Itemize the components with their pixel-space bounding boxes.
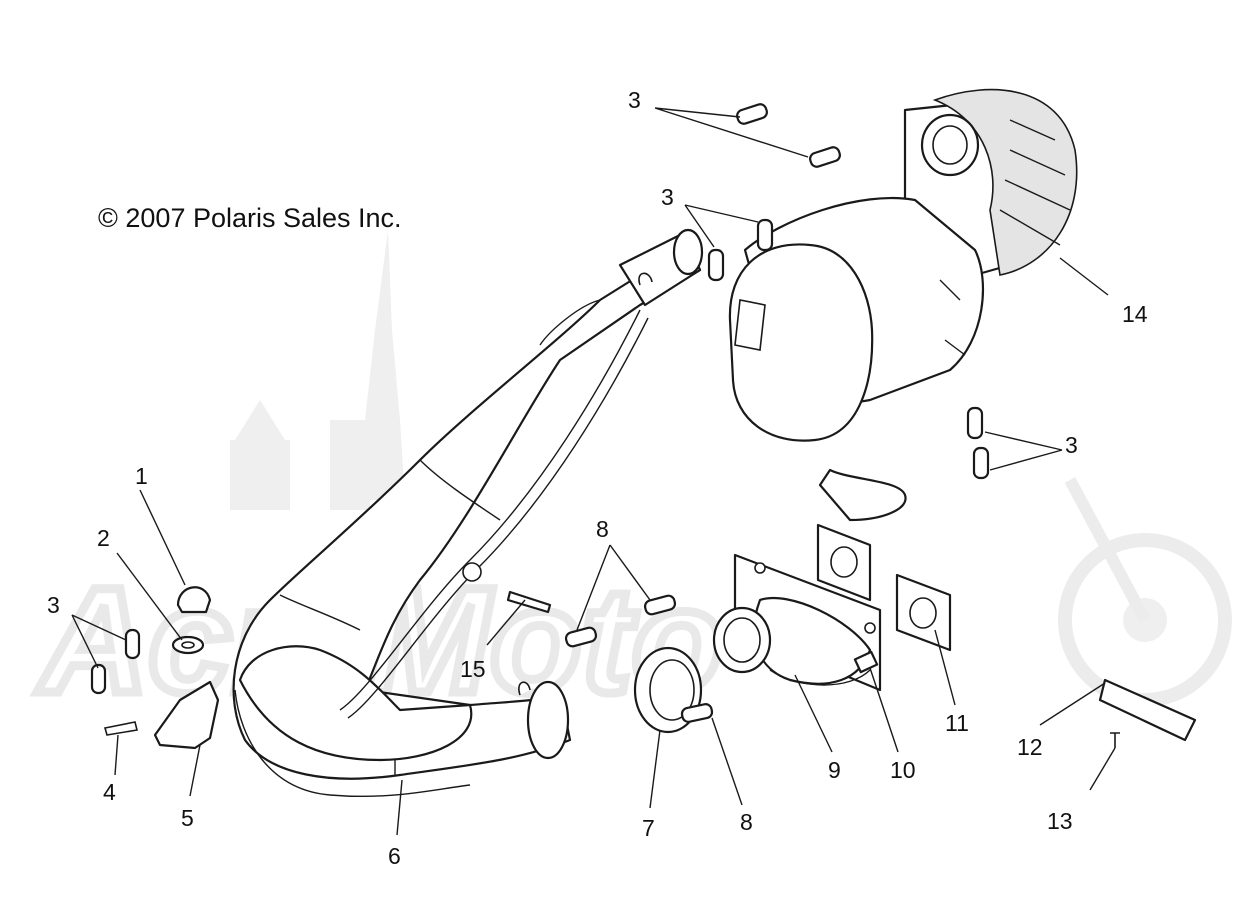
callout-11: 11	[945, 710, 969, 736]
callout-9: 9	[828, 757, 841, 783]
part-12-heat-shield	[1098, 678, 1197, 742]
callout-3: 3	[661, 184, 674, 210]
callout-8: 8	[596, 516, 609, 542]
part-10-nut	[853, 650, 879, 674]
part-11-gaskets	[816, 523, 952, 652]
spring-3	[756, 218, 774, 252]
callout-12: 12	[1017, 734, 1043, 760]
part-9-manifold	[712, 553, 882, 692]
part-13-rivet	[1110, 732, 1120, 748]
callout-10: 10	[890, 757, 916, 783]
part-14-silencer	[728, 88, 1078, 522]
callout-labels: 1 2 3 3 3 3 4 5 6 7 8 8 9 10 11 12 13 14…	[47, 87, 1148, 869]
part-4-screw	[103, 721, 138, 736]
spring-3	[707, 248, 725, 282]
callout-8: 8	[740, 809, 753, 835]
callout-4: 4	[103, 779, 116, 805]
callout-7: 7	[642, 815, 655, 841]
watermark-spire	[360, 230, 405, 500]
part-6-expansion-chamber	[232, 228, 704, 798]
spring-3	[736, 103, 768, 125]
watermark-tower	[230, 440, 290, 510]
spring-8	[564, 626, 598, 648]
callout-3: 3	[1065, 432, 1078, 458]
spring-3	[809, 146, 841, 168]
callout-2: 2	[97, 525, 110, 551]
callout-6: 6	[388, 843, 401, 869]
spring-3	[966, 406, 984, 440]
spring-3	[90, 663, 107, 695]
callout-1: 1	[135, 463, 148, 489]
spring-8	[643, 594, 677, 616]
leader-lines	[71, 107, 1116, 836]
part-5-bracket	[153, 680, 220, 750]
callout-3: 3	[628, 87, 641, 113]
callout-5: 5	[181, 805, 194, 831]
part-15-bolt	[506, 590, 552, 614]
copyright-text: © 2007 Polaris Sales Inc.	[98, 203, 402, 233]
callout-3: 3	[47, 592, 60, 618]
part-1-grommet	[176, 586, 212, 614]
spring-3	[972, 446, 990, 480]
callout-14: 14	[1122, 301, 1148, 327]
springs	[90, 103, 990, 723]
spring-3	[124, 628, 141, 660]
callout-13: 13	[1047, 808, 1073, 834]
spring-8	[680, 703, 714, 723]
callout-15: 15	[460, 656, 486, 682]
